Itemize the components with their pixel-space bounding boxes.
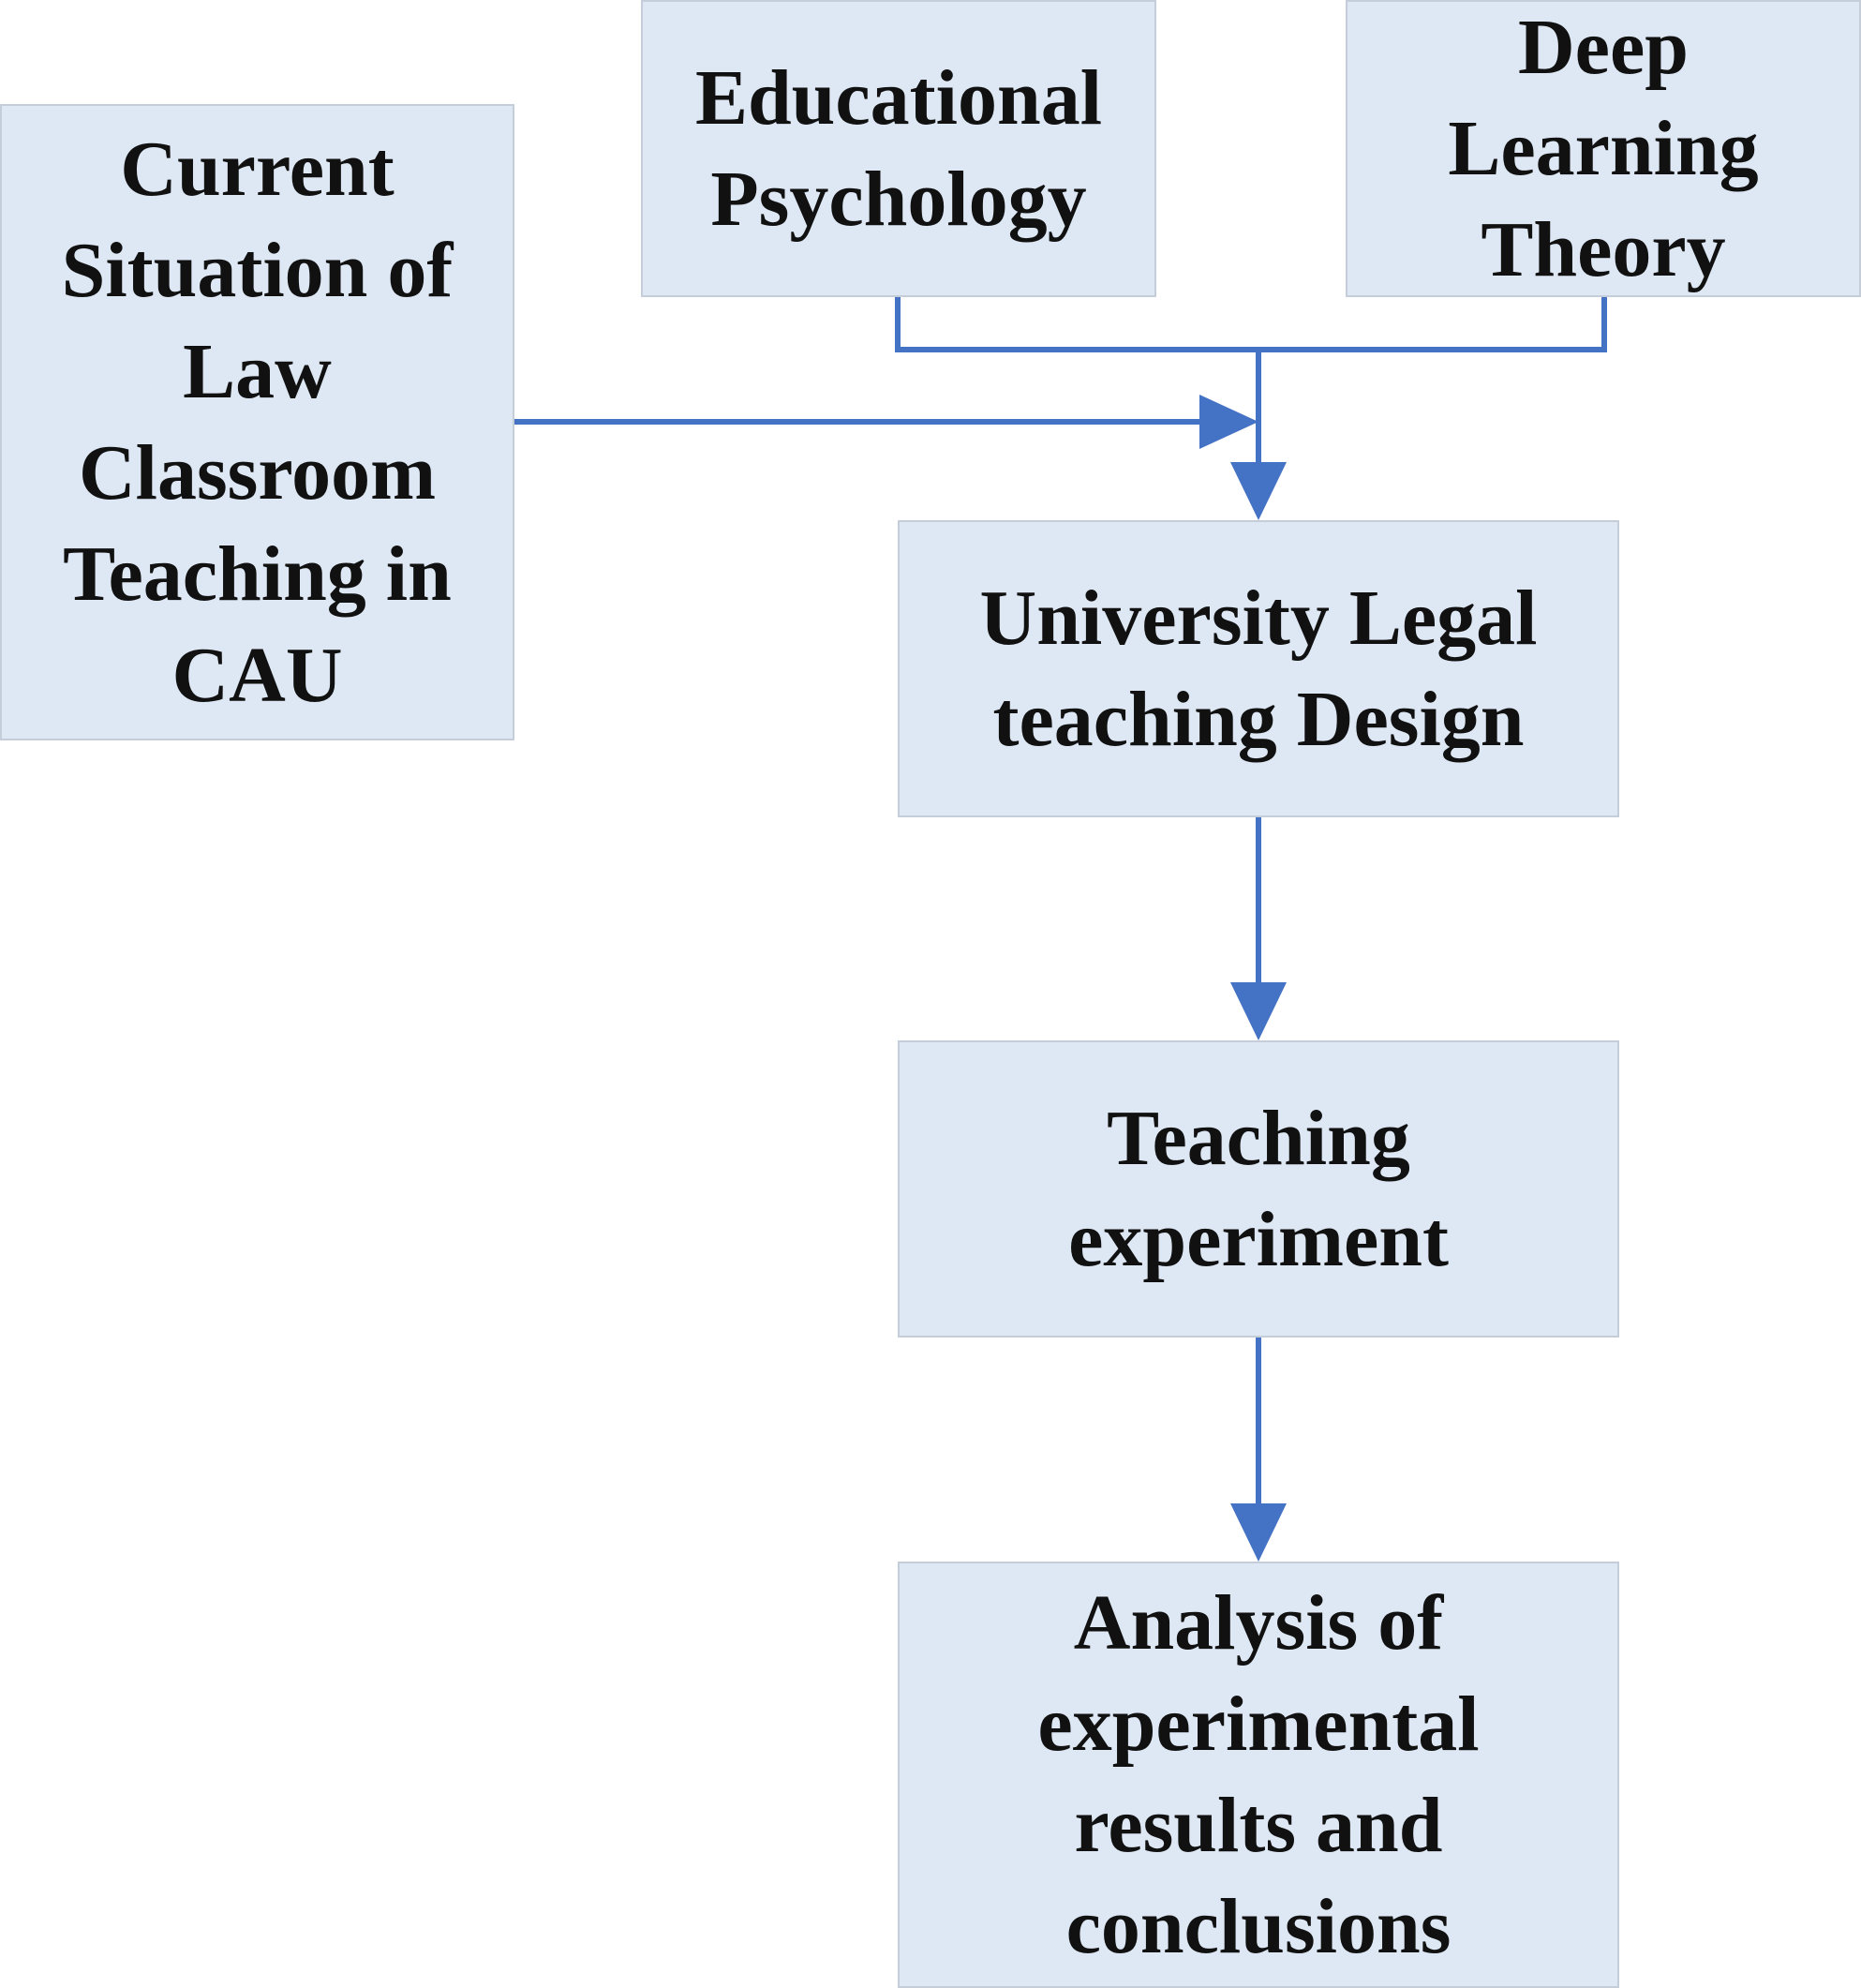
node-current-situation-line: Situation of [61, 226, 454, 314]
connector-deep-learning-theory [1258, 294, 1607, 352]
node-deep-learning-theory-line: Learning [1448, 104, 1759, 192]
node-teaching-experiment-line: experiment [1068, 1195, 1449, 1283]
node-educational-psychology-line: Educational [694, 53, 1103, 142]
node-teaching-experiment-line: Teaching [1107, 1094, 1410, 1182]
node-deep-learning-theory: Deep Learning Theory [1346, 0, 1861, 297]
node-current-situation-line: CAU [171, 631, 343, 719]
node-analysis: Analysis of experimental results and con… [898, 1562, 1619, 1988]
node-educational-psychology-line: Psychology [710, 155, 1087, 243]
connector-educational-psychology [895, 294, 1258, 352]
arrowhead-to-teaching-design [1230, 462, 1287, 520]
node-analysis-line: results and [1074, 1781, 1443, 1869]
node-current-situation-line: Teaching in [63, 530, 452, 618]
node-deep-learning-theory-line: Theory [1481, 205, 1726, 293]
node-teaching-experiment: Teaching experiment [898, 1040, 1619, 1338]
node-analysis-line: conclusions [1065, 1882, 1452, 1970]
node-teaching-design-line: University Legal [979, 574, 1538, 662]
node-current-situation: Current Situation of Law Classroom Teach… [0, 104, 514, 740]
node-current-situation-line: Classroom [78, 428, 437, 516]
node-teaching-design: University Legal teaching Design [898, 520, 1619, 817]
node-current-situation-line: Current [120, 125, 395, 213]
node-teaching-design-line: teaching Design [992, 675, 1525, 763]
node-educational-psychology: Educational Psychology [641, 0, 1156, 297]
node-analysis-line: Analysis of [1073, 1578, 1444, 1667]
arrowhead-to-analysis [1230, 1503, 1287, 1562]
arrowhead-from-current-situation [1199, 395, 1258, 449]
arrowhead-to-teaching-experiment [1230, 982, 1287, 1040]
node-deep-learning-theory-line: Deep [1518, 3, 1689, 91]
node-analysis-line: experimental [1037, 1680, 1480, 1768]
node-current-situation-line: Law [183, 327, 332, 415]
